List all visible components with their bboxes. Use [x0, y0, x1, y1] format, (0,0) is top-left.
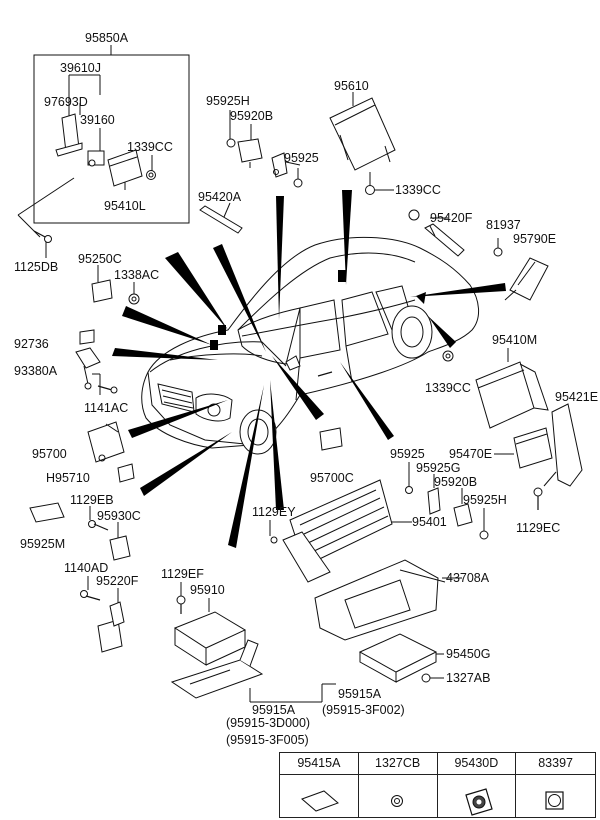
legend-cell-square-plug: [516, 775, 595, 817]
label-81937: 81937: [486, 218, 521, 232]
nut-part-icon: [390, 795, 403, 807]
label-95925H-right: 95925H: [463, 493, 507, 507]
label-95450G: 95450G: [446, 647, 490, 661]
legend-header-2: 1327CB: [358, 753, 438, 775]
sensor-parts-center: [170, 427, 462, 703]
label-95790E: 95790E: [513, 232, 556, 246]
label-95610: 95610: [334, 79, 369, 93]
label-1140AD: 1140AD: [64, 561, 108, 575]
label-95401: 95401: [412, 515, 447, 529]
label-95925H-top: 95925H: [206, 94, 250, 108]
label-95915A-left: 95915A: [252, 703, 296, 717]
inset-assembly-95850A: [17, 45, 190, 258]
label-95915A-right: 95915A: [338, 687, 382, 701]
pad-part-icon: [301, 790, 339, 812]
label-H95710: H95710: [46, 471, 90, 485]
label-95925-top: 95925: [284, 151, 319, 165]
label-1141AC: 1141AC: [84, 401, 128, 415]
sensor-parts-top-right: [408, 209, 549, 301]
label-95410L: 95410L: [104, 199, 146, 213]
vehicle-outline: [141, 236, 479, 455]
label-95420A: 95420A: [198, 190, 242, 204]
label-43708A: 43708A: [446, 571, 490, 585]
label-1129EF: 1129EF: [161, 567, 204, 581]
label-95700: 95700: [32, 447, 67, 461]
label-95925G: 95925G: [416, 461, 460, 475]
legend-header-4: 83397: [516, 753, 595, 775]
label-93380A: 93380A: [14, 364, 58, 378]
label-95220F: 95220F: [96, 574, 139, 588]
legend-table: 95415A 1327CB 95430D 83397: [279, 752, 596, 818]
label-1338AC: 1338AC: [114, 268, 159, 282]
connector-part-icon: [464, 788, 493, 816]
label-39160: 39160: [80, 113, 115, 127]
label-95410M: 95410M: [492, 333, 537, 347]
label-1129EB: 1129EB: [70, 493, 114, 507]
label-1129EC: 1129EC: [516, 521, 560, 535]
label-95920B-right: 95920B: [434, 475, 477, 489]
square-plug-part-icon: [545, 791, 564, 810]
legend-cell-nut: [359, 775, 438, 817]
label-1129EY: 1129EY: [252, 505, 296, 519]
label-95930C: 95930C: [97, 509, 141, 523]
label-95470E: 95470E: [449, 447, 492, 461]
label-1339CC-top: 1339CC: [395, 183, 441, 197]
legend-cell-pad: [280, 775, 359, 817]
label-39610J: 39610J: [60, 61, 101, 75]
label-95850A: 95850A: [85, 31, 129, 45]
label-1327AB: 1327AB: [446, 671, 490, 685]
location-pointers: [112, 190, 506, 548]
sensor-parts-right: [405, 348, 583, 540]
legend-header-1: 95415A: [280, 753, 359, 775]
label-95421E: 95421E: [555, 390, 598, 404]
legend-cell-connector: [438, 775, 517, 817]
label-95920B-top: 95920B: [230, 109, 273, 123]
label-95925-right: 95925: [390, 447, 425, 461]
label-95910: 95910: [190, 583, 225, 597]
label-95700C: 95700C: [310, 471, 354, 485]
part-labels: 95850A 39610J 97693D 39160 1339CC 95410L…: [14, 31, 598, 747]
module-95610: [329, 92, 396, 195]
label-1339CC-right: 1339CC: [425, 381, 471, 395]
label-95915-3F002: (95915-3F002): [322, 703, 405, 717]
label-95925M: 95925M: [20, 537, 65, 551]
label-95915-3F005: (95915-3F005): [226, 733, 309, 747]
sensor-parts-top-center: [199, 110, 303, 234]
label-1339CC-inset: 1339CC: [127, 140, 173, 154]
label-95915-3D000: (95915-3D000): [226, 716, 310, 730]
legend-header-3: 95430D: [437, 753, 517, 775]
sensor-parts-left: [29, 265, 140, 653]
label-92736: 92736: [14, 337, 49, 351]
label-95250C: 95250C: [78, 252, 122, 266]
label-1125DB: 1125DB: [14, 260, 58, 274]
label-97693D: 97693D: [44, 95, 88, 109]
label-95420F: 95420F: [430, 211, 473, 225]
